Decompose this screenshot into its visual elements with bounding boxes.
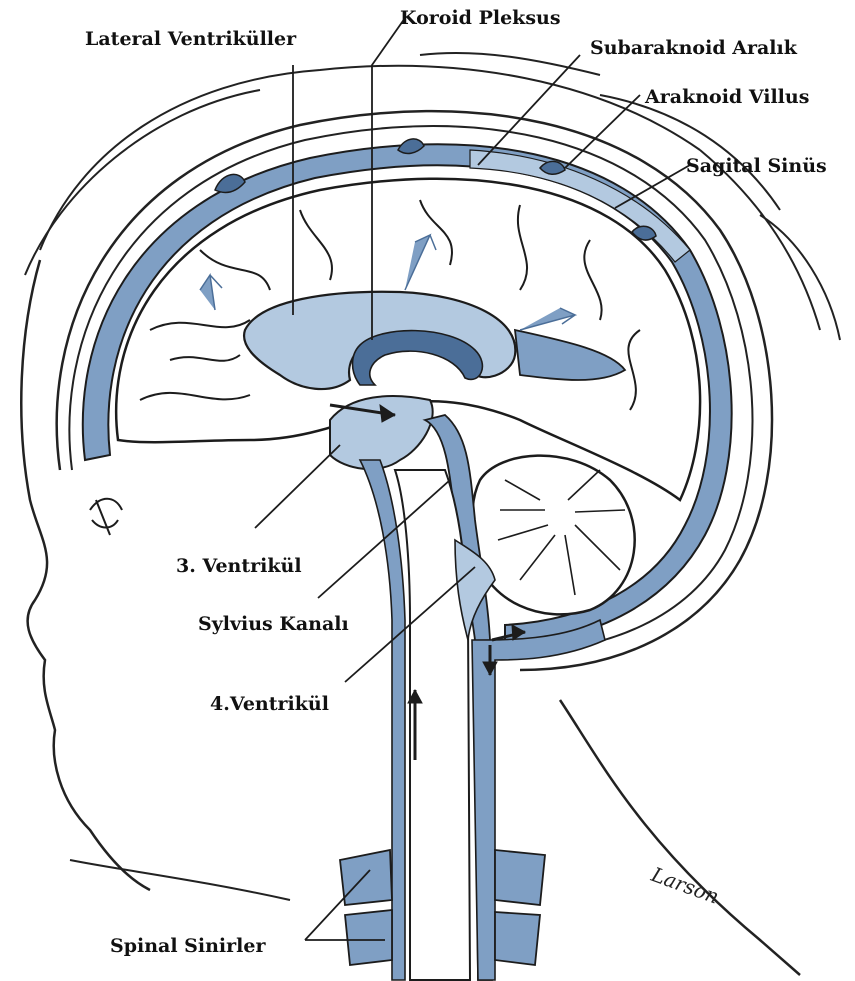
label-arachnoid-villus: Araknoid Villus (644, 86, 809, 108)
label-fourth-ventricle: 4.Ventrikül (210, 693, 329, 715)
label-sylvius-canal: Sylvius Kanalı (198, 613, 349, 635)
eye-icon (90, 499, 122, 535)
label-sagittal-sinus: Sagital Sinüs (686, 155, 827, 177)
label-spinal-nerves: Spinal Sinirler (110, 935, 266, 957)
cerebellum (472, 456, 634, 615)
label-choroid-plexus: Koroid Pleksus (400, 7, 561, 29)
label-lateral-ventricles: Lateral Ventriküller (85, 28, 297, 50)
label-subarachnoid-space: Subaraknoid Aralık (590, 37, 798, 59)
label-third-ventricle: 3. Ventrikül (176, 555, 302, 577)
neck-back-outline (560, 700, 800, 975)
